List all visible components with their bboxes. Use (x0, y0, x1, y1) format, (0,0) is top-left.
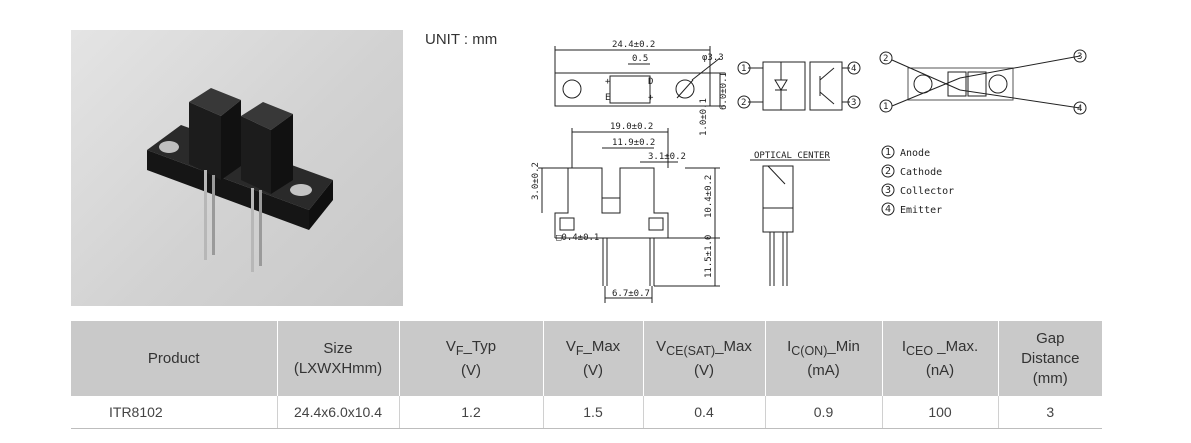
header-vce-sub: CE(SAT) (666, 343, 716, 358)
header-vf-max-main: V (565, 337, 576, 355)
cell-gap: 3 (998, 396, 1102, 429)
header-vf-typ-sub: F (455, 343, 464, 358)
dim-slot: 0.5 (632, 54, 648, 64)
table-header-row: Product Size (LXWXHmm) VF_Typ (V) VF_Max… (71, 321, 1102, 396)
dim-left-3: 3.0±0.2 (531, 162, 541, 200)
header-gap-line2: Distance (1021, 349, 1080, 367)
header-iceo-max: ICEO _Max. (nA) (882, 321, 999, 396)
header-vce-tail: _Max (715, 337, 752, 355)
dim-overall-length: 24.4±0.2 (612, 40, 655, 50)
header-iceo-sub: CEO (906, 343, 934, 358)
dim-hole-dia: φ3.3 (702, 53, 724, 63)
mark-e: E (605, 93, 610, 103)
pin-3: 3 (851, 98, 856, 108)
dim-width-19: 19.0±0.2 (610, 122, 653, 132)
unit-label: UNIT : mm (425, 31, 498, 48)
dim-pitch: 6.7±0.7 (612, 289, 650, 299)
legend-anode: Anode (900, 148, 930, 159)
header-size: Size (LXWXHmm) (277, 321, 400, 396)
dim-flange: 1.0±0.1 (699, 98, 709, 136)
header-vf-max: VF_Max (V) (543, 321, 644, 396)
header-iceo-main: I (901, 337, 907, 355)
legend-num-4: 4 (885, 204, 891, 215)
cell-vf-max: 1.5 (543, 396, 644, 429)
cell-iceo-max: 100 (882, 396, 999, 429)
product-photo (71, 30, 403, 306)
legend-collector: Collector (900, 186, 954, 197)
header-vf-typ-main: V (445, 337, 456, 355)
spec-table: Product Size (LXWXHmm) VF_Typ (V) VF_Max… (71, 321, 1102, 429)
cell-product: ITR8102 (71, 396, 278, 429)
header-product: Product (71, 321, 278, 396)
cell-vf-typ: 1.2 (399, 396, 544, 429)
top-view-body (554, 72, 711, 107)
header-ic-tail: _Min (827, 337, 860, 355)
legend-num-2: 2 (885, 166, 891, 177)
table-row: ITR8102 24.4x6.0x10.4 1.2 1.5 0.4 0.9 10… (71, 396, 1102, 429)
pinout-2: 2 (883, 54, 888, 64)
cell-vce-max: 0.4 (643, 396, 766, 429)
header-iceo-tail: _Max. (933, 337, 979, 355)
legend-num-1: 1 (885, 147, 891, 158)
header-vf-typ: VF_Typ (V) (399, 321, 544, 396)
legend-emitter: Emitter (900, 205, 942, 216)
legend-num-3: 3 (885, 185, 891, 196)
header-gap-line1: Gap (1036, 329, 1065, 347)
header-ic-main: I (787, 337, 792, 355)
header-iceo-unit: (nA) (925, 361, 955, 379)
mark-plus-left: + (605, 77, 611, 87)
header-vce-unit: (V) (694, 361, 714, 379)
dim-width-11-9: 11.9±0.2 (612, 138, 655, 148)
cell-ic-min: 0.9 (765, 396, 883, 429)
header-ic-unit: (mA) (807, 361, 840, 379)
optical-center-label: OPTICAL CENTER (754, 151, 830, 161)
header-ic-min: IC(ON)_Min (mA) (765, 321, 883, 396)
dim-lead-square: □0.4±0.1 (556, 233, 599, 243)
dim-height-right: 6.0±0.1 (719, 72, 729, 110)
pin-2: 2 (741, 98, 746, 108)
header-vce-main: V (656, 337, 667, 355)
pin-legend: 1 Anode 2 Cathode 3 Collector 4 Emitter (881, 145, 954, 216)
pinout-4: 4 (1077, 104, 1082, 114)
dim-lead-length: 11.5±1.0 (704, 235, 714, 278)
mark-plus-right: + (648, 93, 654, 103)
header-vf-typ-tail: _Typ (463, 337, 497, 355)
header-gap: Gap Distance (mm) (998, 321, 1102, 396)
header-size-line1: Size (323, 339, 353, 357)
dim-width-3-1: 3.1±0.2 (648, 152, 686, 162)
pin-4: 4 (851, 64, 856, 74)
header-gap-line3: (mm) (1032, 369, 1068, 387)
mark-d: D (648, 77, 653, 87)
pinout-3: 3 (1077, 52, 1082, 62)
dimension-drawing: 24.4±0.2 0.5 φ3.3 6.0±0.1 1.0±0.1 19.0±0… (531, 40, 1087, 303)
header-vf-max-tail: _Max (583, 337, 621, 355)
dim-total-height: 10.4±0.2 (704, 175, 714, 218)
header-vf-typ-unit: (V) (461, 361, 481, 379)
header-vce-max: VCE(SAT)_Max (V) (643, 321, 766, 396)
header-vf-max-sub: F (575, 343, 584, 358)
sensor-image (147, 88, 333, 272)
pinout-1: 1 (883, 102, 888, 112)
header-vf-max-unit: (V) (583, 361, 603, 379)
pin-1: 1 (741, 64, 746, 74)
header-size-line2: (LXWXHmm) (293, 359, 383, 377)
legend-cathode: Cathode (900, 167, 942, 178)
cell-size: 24.4x6.0x10.4 (277, 396, 400, 429)
header-ic-sub: C(ON) (791, 343, 828, 358)
